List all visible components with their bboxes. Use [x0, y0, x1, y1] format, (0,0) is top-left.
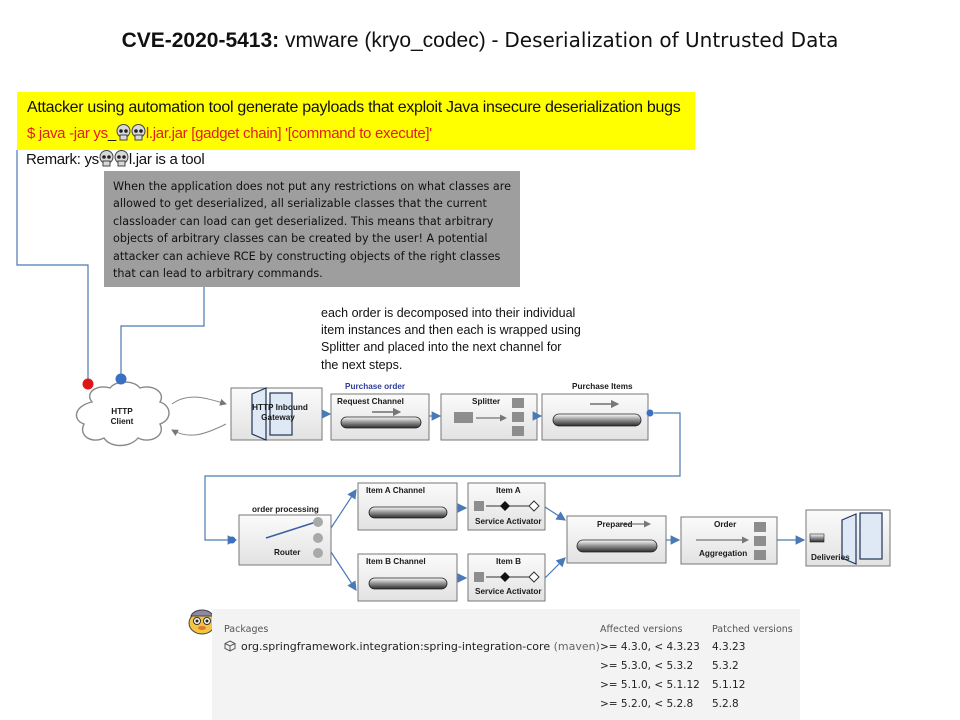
patched-version: 4.3.23 — [712, 641, 746, 653]
service-activator-b-label: Service Activator — [475, 587, 542, 596]
item-a-channel: Item A Channel — [357, 482, 458, 531]
purchase-items-channel — [541, 393, 649, 441]
patched-version: 5.1.12 — [712, 679, 746, 691]
splitter-label: Splitter — [472, 397, 501, 406]
client-dot — [115, 373, 127, 385]
http-inbound-gateway: HTTP Inbound Gateway — [230, 387, 323, 441]
package-ecosystem: (maven) — [553, 640, 600, 653]
affected-version: >= 5.3.0, < 5.3.2 — [600, 660, 694, 672]
item-a-label: Item A — [496, 486, 521, 495]
patched-version: 5.3.2 — [712, 660, 739, 672]
service-activator-b: Item B Service Activator — [467, 553, 546, 602]
skull-icon — [114, 150, 129, 167]
skull-icon — [116, 124, 131, 141]
http-client-label-1: HTTP — [111, 407, 133, 416]
request-channel: Request Channel — [330, 393, 430, 441]
package-id: org.springframework.integration:spring-i… — [241, 640, 551, 653]
purchase-items-label: Purchase Items — [572, 382, 633, 391]
product-name: vmware (kryo_codec) - — [279, 29, 505, 52]
explanation-connector — [120, 287, 205, 378]
order-label: Order — [714, 520, 737, 529]
order-note: each order is decomposed into their indi… — [321, 306, 581, 372]
item-b-channel-label: Item B Channel — [366, 557, 426, 566]
aggregator: Order Aggregation — [680, 516, 778, 565]
patched-header: Patched versions — [712, 624, 793, 635]
page-title: CVE-2020-5413: vmware (kryo_codec) - Des… — [0, 28, 960, 53]
aggregation-label: Aggregation — [699, 549, 747, 558]
attacker-description: Attacker using automation tool generate … — [27, 99, 681, 116]
router: order processing Router — [238, 505, 332, 566]
http-client-label-2: Client — [111, 417, 134, 426]
explanation-box — [104, 171, 520, 287]
packages-panel: Packages Affected versions Patched versi… — [212, 609, 800, 720]
affected-version: >= 5.2.0, < 5.2.8 — [600, 698, 694, 710]
remark-suffix: l.jar is a tool — [128, 151, 205, 168]
attack-command: $ java -jar ys_ l.jar.jar [gadget chain] … — [27, 124, 432, 142]
command-prefix: $ java -jar ys — [27, 125, 108, 142]
affected-version: >= 5.1.0, < 5.1.12 — [600, 679, 700, 691]
package-icon — [224, 640, 236, 652]
deliveries-label: Deliveries — [811, 553, 850, 562]
affected-header: Affected versions — [600, 624, 683, 635]
remark-prefix: Remark: ys — [26, 151, 99, 168]
attacker-dot — [82, 378, 94, 390]
cve-id: CVE-2020-5413: — [121, 29, 280, 52]
weakness-name: Deserialization of Untrusted Data — [504, 28, 839, 52]
request-channel-label: Request Channel — [337, 397, 404, 406]
packages-header: Packages — [224, 624, 269, 635]
skull-icon — [99, 150, 114, 167]
remark: Remark: ys l.jar is a tool — [26, 150, 205, 168]
attacker-highlight — [17, 92, 695, 150]
item-a-channel-label: Item A Channel — [366, 486, 425, 495]
prepared-channel: Prepared — [566, 515, 667, 564]
deliveries-gateway: Deliveries — [805, 509, 891, 567]
order-processing-label: order processing — [252, 505, 319, 514]
item-b-label: Item B — [496, 557, 521, 566]
prepared-label: Prepared — [597, 520, 633, 529]
router-label: Router — [274, 548, 301, 557]
gateway-label-2: Gateway — [261, 413, 295, 422]
service-activator-a-label: Service Activator — [475, 517, 542, 526]
service-activator-a: Item A Service Activator — [467, 482, 546, 531]
purchase-order-label: Purchase order — [345, 382, 406, 391]
skull-icon — [131, 124, 146, 141]
splitter: Splitter — [440, 393, 538, 441]
http-client-cloud: HTTP Client — [75, 381, 170, 447]
command-redaction: _ — [107, 125, 116, 142]
explanation-text: When the application does not put any re… — [113, 180, 512, 281]
gateway-label-1: HTTP Inbound — [252, 403, 308, 412]
attacker-connector — [16, 150, 89, 383]
package-name[interactable]: org.springframework.integration:spring-i… — [241, 640, 600, 653]
item-b-channel: Item B Channel — [357, 553, 458, 602]
command-suffix: l.jar.jar [gadget chain] '[command to ex… — [145, 125, 432, 142]
affected-version: >= 4.3.0, < 4.3.23 — [600, 641, 700, 653]
patched-version: 5.2.8 — [712, 698, 739, 710]
